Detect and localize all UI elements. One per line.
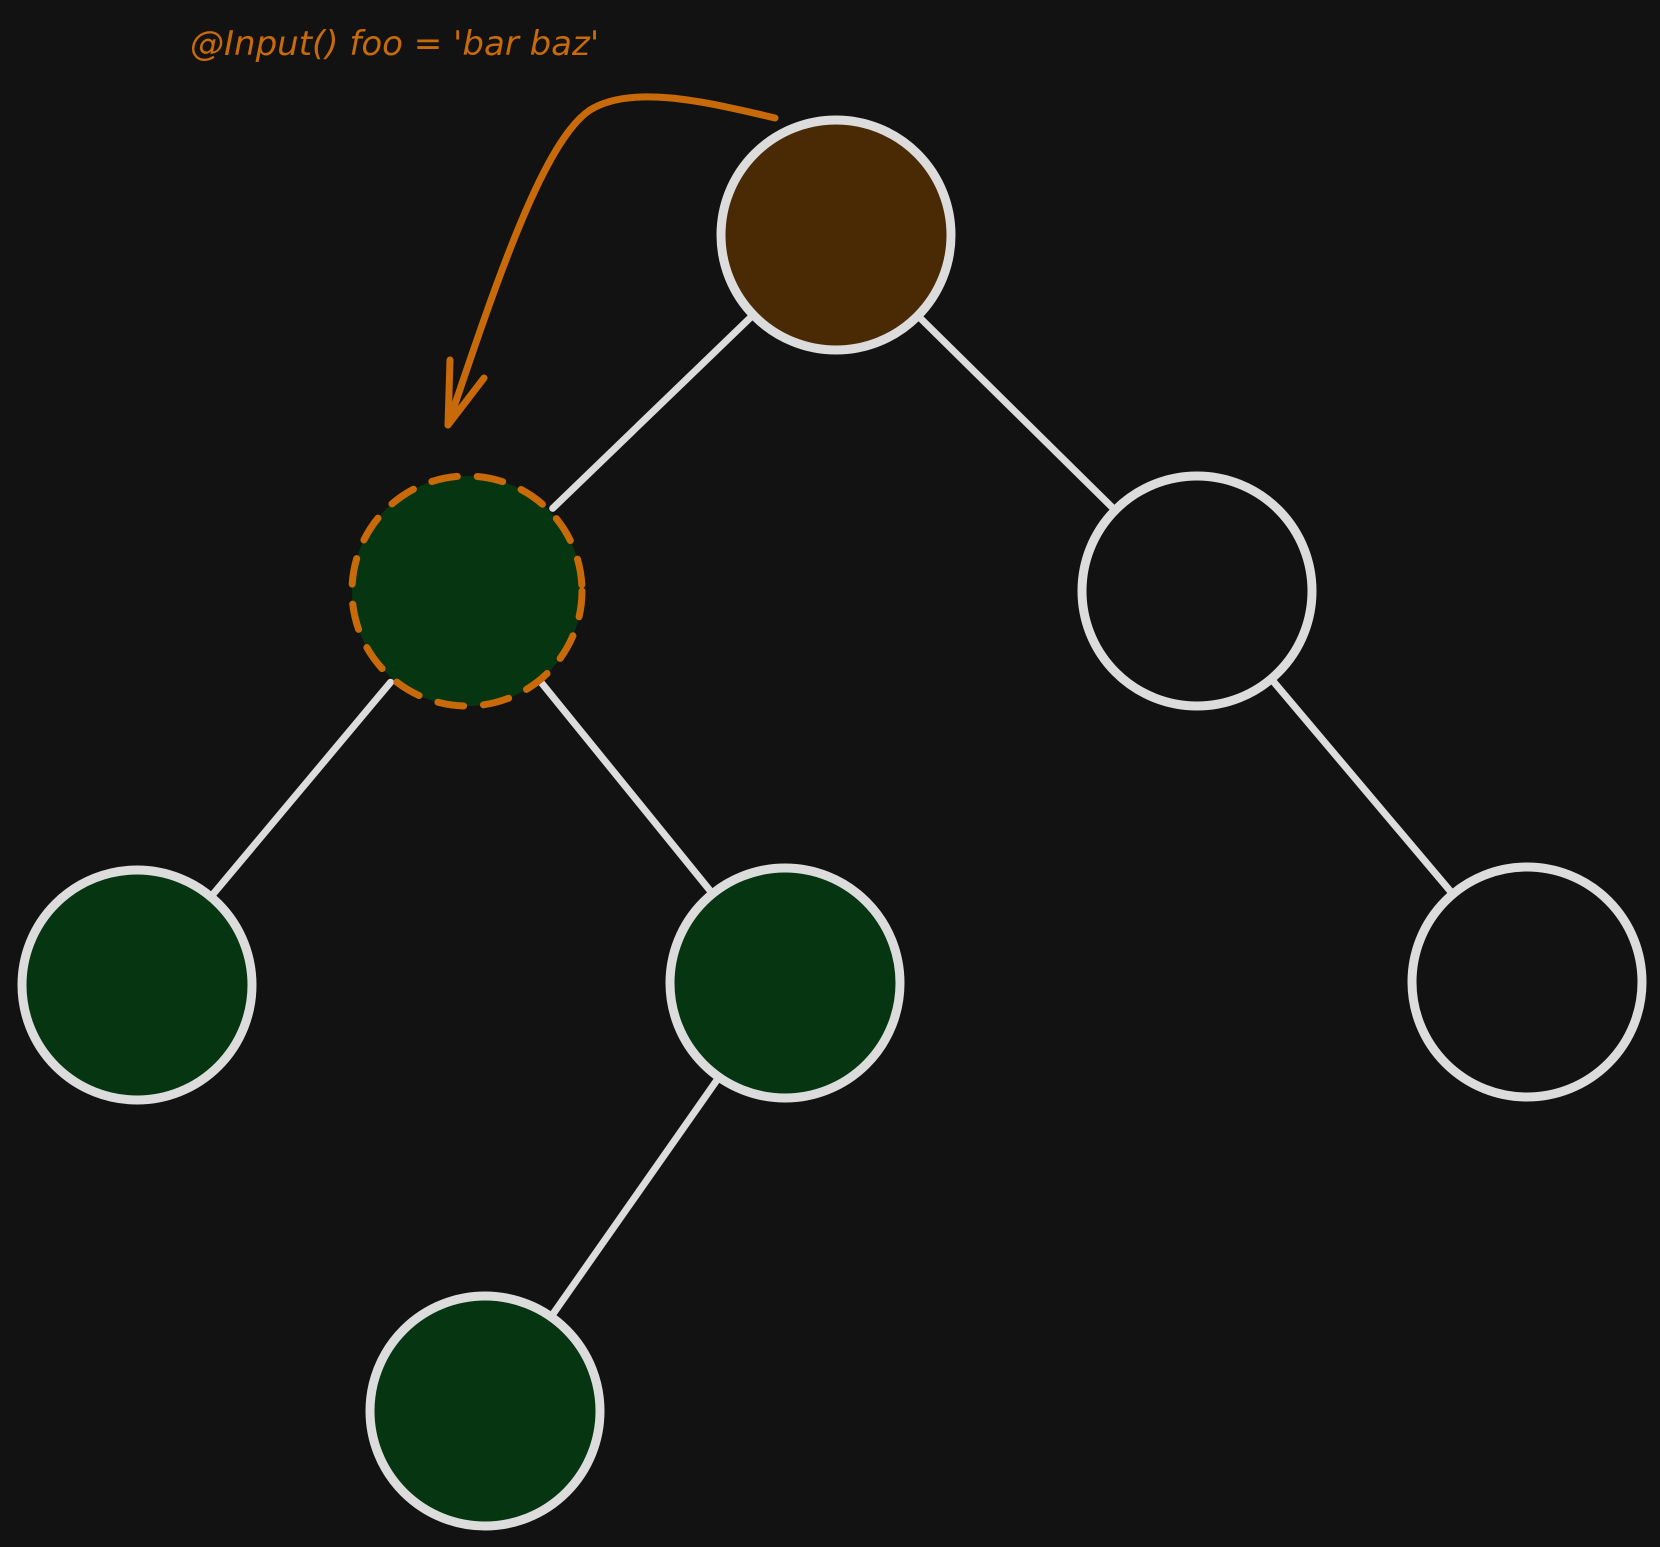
node-root <box>716 115 956 355</box>
edge-left-right-to-left-right-left <box>549 1076 721 1318</box>
input-binding-arrow <box>444 93 779 429</box>
nodes-layer <box>17 115 1647 1531</box>
edges-layer <box>209 314 1454 1318</box>
node-left-left <box>17 865 257 1105</box>
node-right <box>1077 471 1317 711</box>
arrowhead-icon <box>444 356 488 429</box>
edge-root-to-left <box>549 314 754 512</box>
input-annotation-label: @Input() foo = 'bar baz' <box>190 24 599 64</box>
node-left <box>348 472 586 710</box>
edge-right-to-right-right <box>1270 678 1454 895</box>
edge-left-to-left-right <box>538 679 714 895</box>
edge-root-to-right <box>917 315 1116 511</box>
node-left-right <box>665 863 905 1103</box>
node-left-right-left <box>365 1291 605 1531</box>
node-right-right <box>1407 862 1647 1102</box>
edge-left-to-left-left <box>209 678 395 898</box>
